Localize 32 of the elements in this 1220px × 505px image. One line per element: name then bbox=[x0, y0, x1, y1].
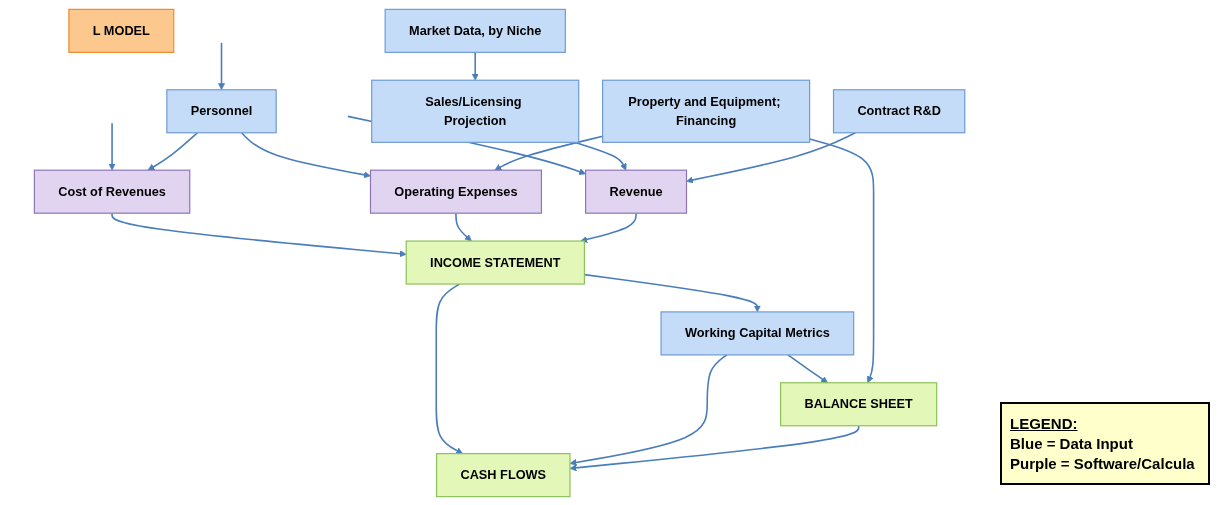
legend-text: Blue = Data Input bbox=[1010, 435, 1134, 452]
legend-text: Purple = Software/Calcula bbox=[1010, 455, 1196, 472]
node-box: Sales/Licensing Projection bbox=[371, 79, 580, 143]
arrow bbox=[584, 273, 762, 312]
legend-heading: LEGEND: bbox=[1010, 415, 1079, 432]
node-box: Property and Equipment; Financing bbox=[602, 79, 811, 143]
arrow bbox=[109, 121, 116, 170]
arrow bbox=[686, 131, 857, 183]
arrow bbox=[455, 211, 473, 241]
arrow bbox=[218, 41, 226, 90]
arrow bbox=[111, 211, 407, 257]
arrow bbox=[580, 211, 638, 243]
node-box: BALANCE SHEET bbox=[780, 381, 938, 426]
node-box: Contract R&D bbox=[833, 88, 966, 133]
node-box: Cost of Revenues bbox=[34, 169, 191, 214]
node-box: Operating Expenses bbox=[370, 169, 543, 214]
arrow bbox=[494, 135, 604, 170]
arrow bbox=[787, 353, 829, 383]
arrow bbox=[574, 141, 627, 170]
arrow bbox=[148, 131, 199, 170]
node-box: L MODEL bbox=[68, 8, 175, 53]
node-box: Revenue bbox=[585, 169, 688, 214]
node-box: Working Capital Metrics bbox=[660, 310, 855, 355]
node-box: Personnel bbox=[166, 88, 278, 133]
arrow bbox=[570, 424, 860, 471]
node-box: INCOME STATEMENT bbox=[406, 239, 586, 285]
arrow bbox=[435, 282, 464, 454]
arrow bbox=[809, 137, 875, 383]
arrow bbox=[570, 353, 729, 466]
arrow bbox=[472, 51, 480, 81]
node-box: Market Data, by Niche bbox=[384, 8, 567, 53]
node-box: CASH FLOWS bbox=[436, 452, 571, 497]
